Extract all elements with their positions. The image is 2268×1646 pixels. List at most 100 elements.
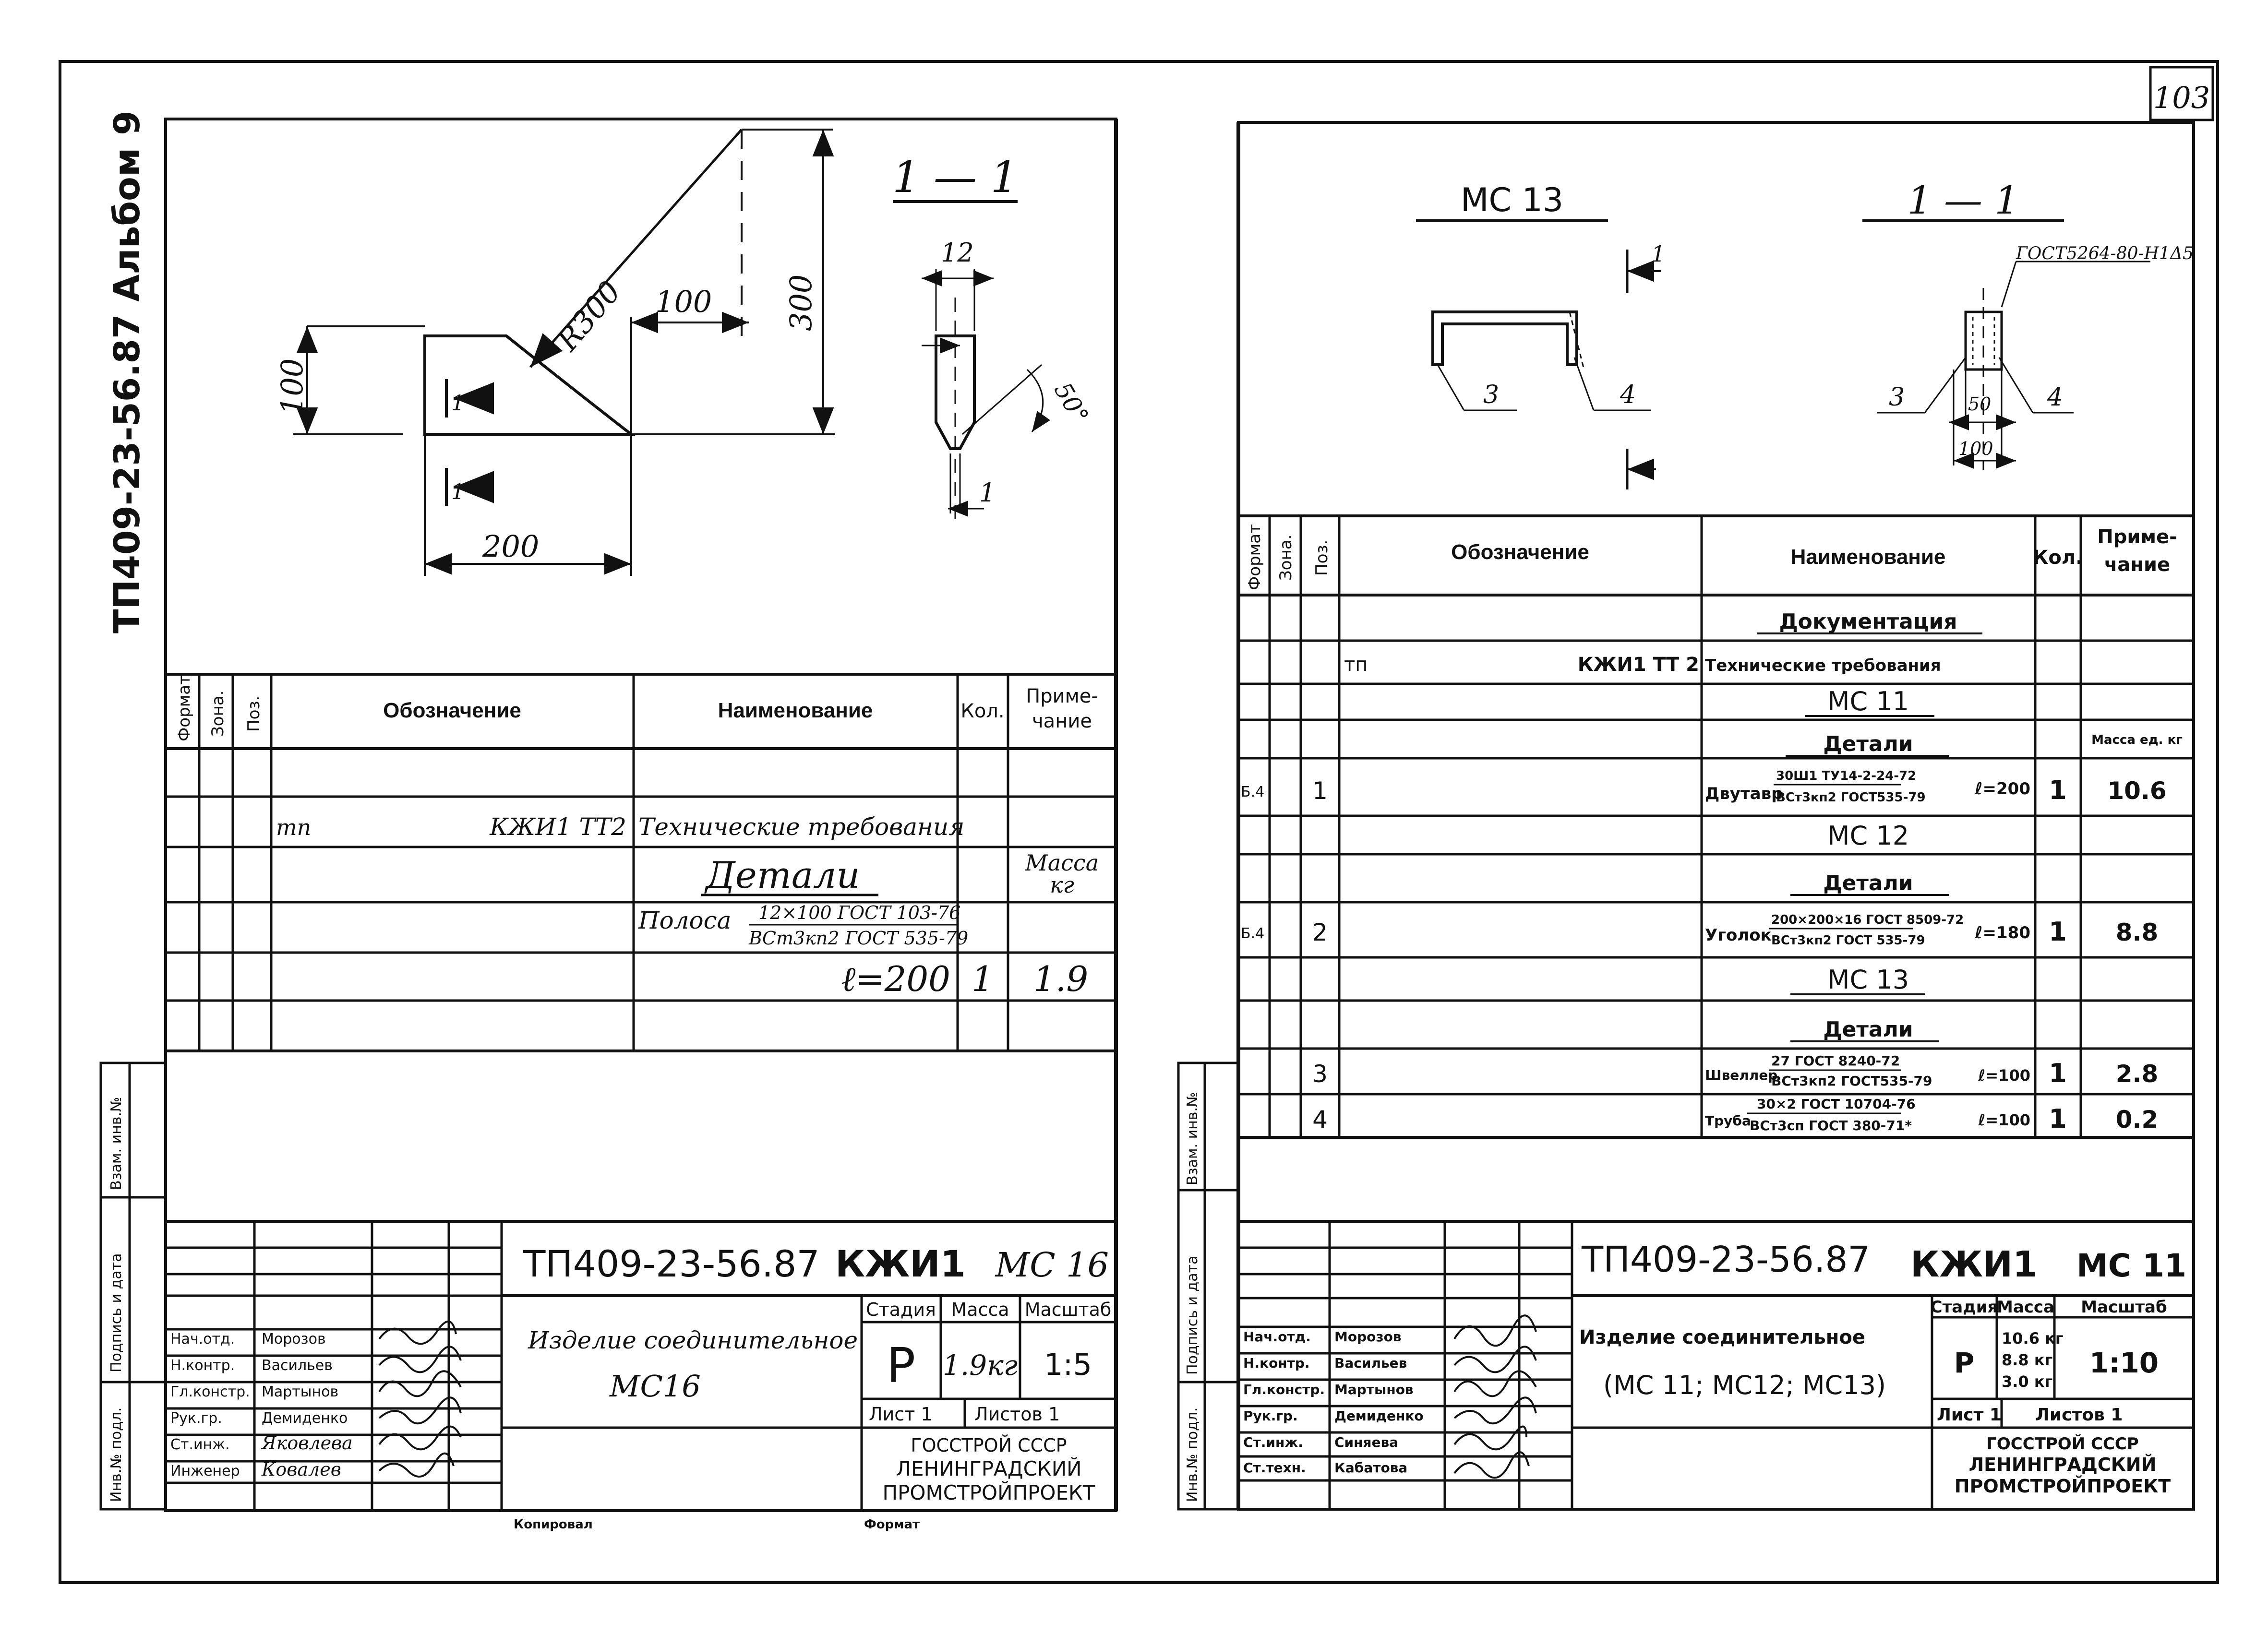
row-p1-bottom: ВСт3кп2 ГОСТ535-79	[1776, 790, 1926, 805]
tb-person-5-right: Кабатова	[1334, 1460, 1407, 1476]
tb-org1-left: ГОССТРОЙ СССР	[911, 1435, 1067, 1456]
tb-role-3-right: Рук.гр.	[1243, 1408, 1298, 1424]
hdr-pos-left: Поз.	[244, 696, 264, 732]
tb-scale-left: 1:5	[1044, 1347, 1092, 1382]
row-p2-qty: 1	[2049, 917, 2067, 947]
side-label-invno-left: Инв.№ подл.	[108, 1407, 125, 1502]
hdr-format-left: Формат	[175, 675, 194, 741]
spec-table-right	[1238, 514, 2194, 1139]
tb-mass1-right: 10.6 кг	[2002, 1329, 2064, 1348]
title-block-right	[1238, 1220, 2194, 1509]
row-tp-name-right: Технические требования	[1705, 656, 1941, 675]
hdr-zone-right: Зона.	[1276, 535, 1296, 581]
dim-50: 50	[1968, 394, 1991, 415]
row-p1-qty: 1	[2049, 775, 2067, 805]
tb-role-2-right: Гл.констр.	[1243, 1382, 1325, 1397]
tb-scale-h-right: Масштаб	[2081, 1298, 2167, 1317]
tb-mass-h-right: Масса	[1997, 1298, 2054, 1317]
section-label-right: 1 — 1	[1908, 178, 2019, 223]
tb-role-5-right: Ст.техн.	[1243, 1460, 1306, 1476]
row-length: ℓ=200	[841, 959, 950, 999]
tb-doc-left: КЖИ1	[835, 1242, 966, 1285]
row-details-heading: Детали	[704, 854, 860, 896]
hdr-qty-right: Кол.	[2033, 547, 2083, 569]
section-label-left: 1 — 1	[892, 152, 1018, 203]
row-tp-pos-right: тп	[1344, 654, 1368, 676]
tb-stage-right: Р	[1954, 1347, 1975, 1379]
tb-role-1-right: Н.контр.	[1243, 1355, 1310, 1371]
callout-4b: 4	[2047, 383, 2063, 412]
hdr-zone-left: Зона.	[208, 691, 228, 737]
cut-mark-mc13: 1	[1651, 241, 1665, 267]
dim-300: 300	[783, 274, 818, 331]
dim-r300: R300	[550, 274, 628, 358]
dim-12: 12	[941, 238, 974, 268]
hdr-note-right: Приме-чание	[2097, 526, 2177, 576]
spec-table-left	[166, 673, 1116, 1052]
row-p2-pos: 2	[1312, 918, 1328, 946]
row-p4-name: Труба	[1705, 1113, 1751, 1129]
row-tp-designation: КЖИ1 ТТ2	[489, 813, 626, 841]
tb-org3-left: ПРОМСТРОЙПРОЕКТ	[883, 1480, 1095, 1504]
cut-mark-top: 1	[451, 391, 465, 416]
tb-role-1-left: Н.контр.	[170, 1357, 235, 1374]
row-mass-note: Масса кг	[1025, 852, 1099, 898]
mc13-label: МС 13	[1461, 181, 1563, 219]
weld-gost-label: ГОСТ5264-80-Н1Δ5	[2016, 244, 2194, 263]
hdr-name-right: Наименование	[1791, 545, 1946, 569]
row-p2-mass: 8.8	[2116, 918, 2159, 946]
tb-org2-left: ЛЕНИНГРАДСКИЙ	[896, 1456, 1081, 1480]
tb-org1-right: ГОССТРОЙ СССР	[1986, 1434, 2139, 1454]
tb-person-2-left: Мартынов	[262, 1384, 338, 1400]
section-1-1-right	[1862, 219, 2150, 470]
row-p3-bottom: ВСт3кп2 ГОСТ535-79	[1771, 1073, 1932, 1089]
row-tp-designation-right: КЖИ1 ТТ 2	[1578, 654, 1699, 676]
row-p3-length: ℓ=100	[1978, 1066, 2030, 1085]
side-stamp-right	[1177, 1062, 1240, 1511]
row-details-2: Детали	[1823, 871, 1913, 895]
section-1-1-left	[893, 200, 1051, 528]
tb-person-1-right: Васильев	[1334, 1355, 1407, 1371]
tb-mass-h-left: Масса	[951, 1299, 1009, 1320]
tb-mass3-right: 3.0 кг	[2002, 1372, 2052, 1391]
row-p4-bottom: ВСт3сп ГОСТ 380-71*	[1750, 1118, 1912, 1133]
tb-role-0-right: Нач.отд.	[1243, 1329, 1311, 1345]
tb-mark-left: МС 16	[994, 1245, 1109, 1285]
tb-org3-right: ПРОМСТРОЙПРОЕКТ	[1955, 1476, 2171, 1497]
plate-drawing	[293, 129, 835, 576]
row-qty: 1	[972, 959, 994, 999]
tb-person-3-right: Демиденко	[1334, 1408, 1424, 1424]
dim-1: 1	[979, 477, 996, 508]
tb-sheets-right: Листов 1	[2035, 1405, 2123, 1425]
row-p2-top: 200×200×16 ГОСТ 8509-72	[1771, 913, 1964, 927]
row-strip-frac-bottom: ВСт3кп2 ГОСТ 535-79	[748, 928, 968, 949]
tb-person-4-right: Синяева	[1334, 1434, 1398, 1450]
mc13-view	[1416, 219, 1661, 489]
title-block-left	[166, 1220, 1116, 1509]
row-p1-mass: 10.6	[2107, 777, 2166, 805]
row-format-b4-1: Б.4	[1241, 784, 1264, 800]
side-label-signature-right: Подпись и дата	[1184, 1256, 1201, 1375]
row-p1-top: 30Ш1 ТУ14-2-24-72	[1776, 769, 1916, 783]
tb-mass2-right: 8.8 кг	[2002, 1351, 2052, 1369]
album-label: ТП409-23-56.87 Альбом 9	[107, 110, 148, 633]
sheet-number: 103	[2153, 80, 2210, 115]
signatures-right	[1453, 1314, 1537, 1479]
tb-code-right: ТП409-23-56.87	[1581, 1239, 1871, 1280]
tb-person-3-left: Демиденко	[262, 1410, 348, 1427]
side-stamp-left	[99, 1062, 167, 1511]
sheet-number-box: 103	[2149, 66, 2214, 121]
tb-person-0-left: Морозов	[262, 1331, 326, 1348]
tb-person-5-left: Ковалев	[261, 1459, 341, 1480]
row-p2-bottom: ВСт3кп2 ГОСТ 535-79	[1771, 933, 1925, 948]
row-p4-top: 30×2 ГОСТ 10704-76	[1757, 1096, 1916, 1112]
hdr-designation-left: Обозначение	[383, 699, 521, 722]
row-documentation: Документация	[1779, 609, 1957, 634]
hdr-name-left: Наименование	[718, 699, 873, 722]
callout-3b: 3	[1889, 383, 1905, 412]
row-details-1: Детали	[1823, 732, 1913, 756]
left-sheet: R300 100 300 100 200 1 1 1 — 1 12 1 50°	[99, 118, 1118, 1532]
row-format-b4-2: Б.4	[1241, 925, 1264, 942]
row-p4-length: ℓ=100	[1978, 1111, 2030, 1129]
